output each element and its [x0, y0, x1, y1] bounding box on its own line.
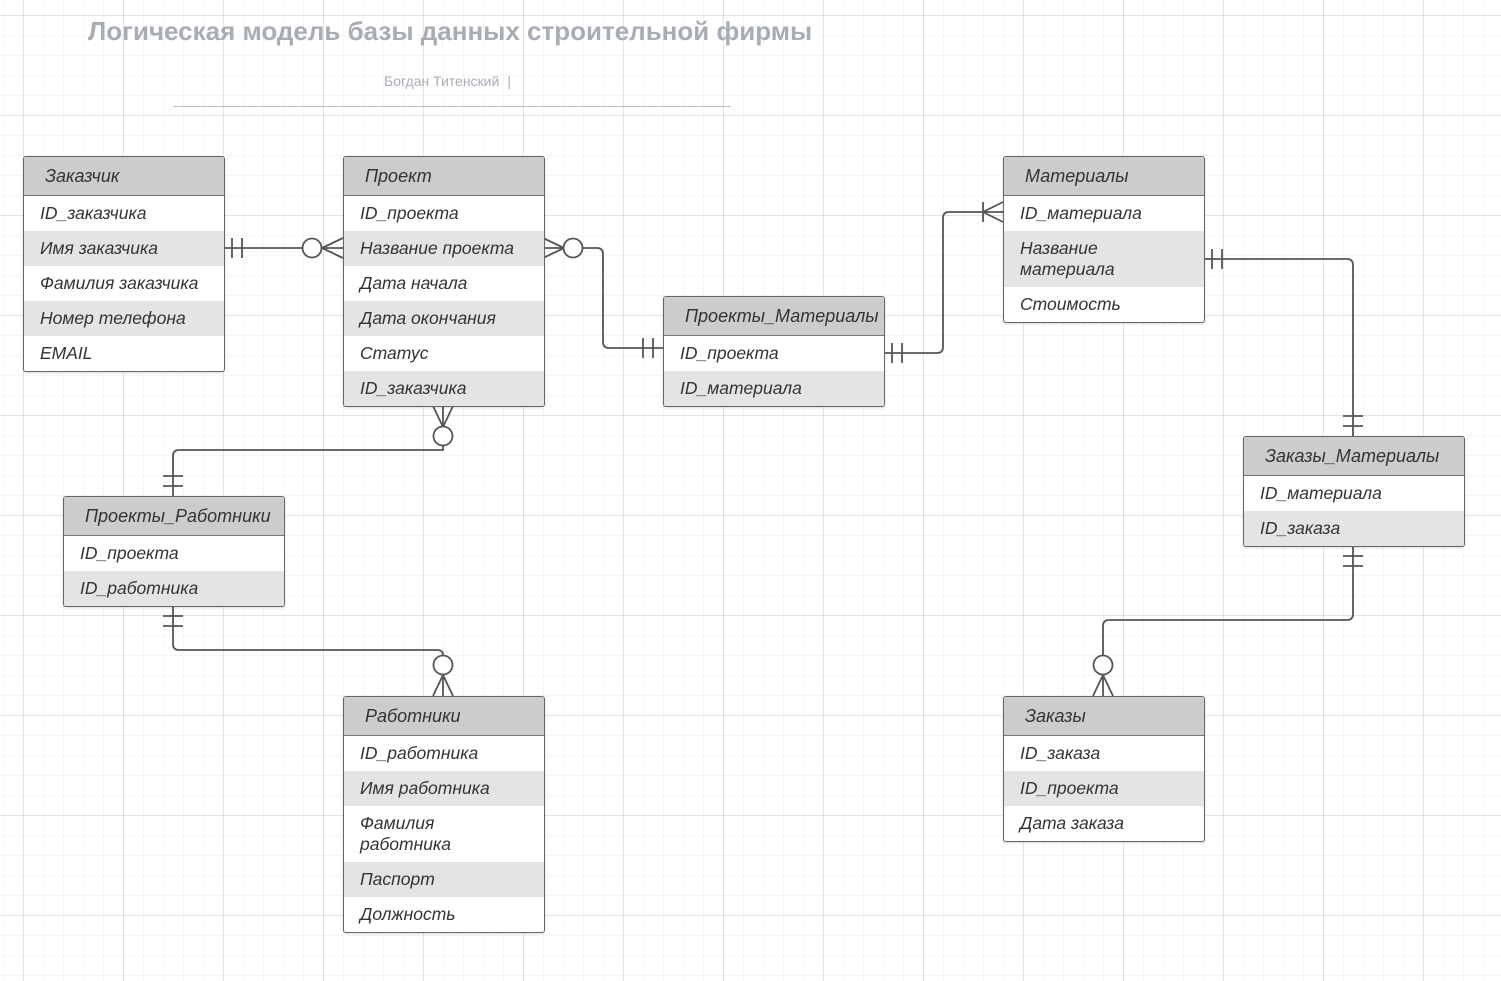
attribute-row: ID_работника — [64, 571, 284, 606]
attribute-row: Должность — [360, 904, 456, 924]
author-name: Богдан Титенский — [384, 73, 500, 89]
entity-order-materials-header: Заказы_Материалы — [1244, 437, 1464, 476]
entity-project[interactable]: Проект ID_проекта Название проекта Дата … — [343, 156, 545, 407]
attribute-row: EMAIL — [40, 343, 93, 363]
attribute-row: ID_проекта — [1004, 771, 1204, 806]
rel-project-projectmaterials[interactable] — [542, 237, 663, 358]
entity-project-workers[interactable]: Проекты_Работники ID_проекта ID_работник… — [63, 496, 285, 607]
attribute-row: Фамилия заказчика — [40, 273, 199, 293]
rel-project-projectworkers[interactable] — [163, 405, 454, 496]
attribute-row: ID_материала — [664, 371, 884, 406]
entity-project-workers-header: Проекты_Работники — [64, 497, 284, 536]
entity-workers-header: Работники — [344, 697, 544, 736]
entity-customer-header: Заказчик — [24, 157, 224, 196]
entity-workers[interactable]: Работники ID_работника Имя работника Фам… — [343, 696, 545, 933]
attribute-row: ID_материала — [1020, 203, 1142, 223]
title-divider — [173, 106, 731, 107]
rel-projectmaterials-materials[interactable] — [883, 201, 1004, 363]
attribute-row: ID_заказа — [1020, 743, 1101, 763]
attribute-row: ID_проекта — [80, 543, 179, 563]
diagram-author: Богдан Титенский | — [384, 73, 511, 89]
entity-materials-header: Материалы — [1004, 157, 1204, 196]
attribute-row: ID_заказчика — [40, 203, 147, 223]
attribute-row: Имя заказчика — [24, 231, 224, 266]
attribute-row: Стоимость — [1020, 294, 1121, 314]
rel-customer-project[interactable] — [223, 237, 344, 259]
entity-order-materials[interactable]: Заказы_Материалы ID_материала ID_заказа — [1243, 436, 1465, 547]
attribute-row: ID_материала — [1260, 483, 1382, 503]
entity-orders[interactable]: Заказы ID_заказа ID_проекта Дата заказа — [1003, 696, 1205, 842]
attribute-row: ID_проекта — [680, 343, 779, 363]
attribute-row: ID_проекта — [360, 203, 459, 223]
attribute-row: ID_заказчика — [344, 371, 544, 406]
rel-ordermaterials-orders[interactable] — [1092, 546, 1363, 697]
attribute-row: Дата начала — [360, 273, 468, 293]
entity-customer[interactable]: Заказчик ID_заказчика Имя заказчика Фами… — [23, 156, 225, 372]
attribute-row: Имя работника — [344, 771, 544, 806]
entity-project-materials[interactable]: Проекты_Материалы ID_проекта ID_материал… — [663, 296, 885, 407]
entity-project-header: Проект — [344, 157, 544, 196]
entity-orders-header: Заказы — [1004, 697, 1204, 736]
rel-materials-ordermaterials[interactable] — [1203, 249, 1363, 436]
diagram-title: Логическая модель базы данных строительн… — [88, 16, 813, 46]
entity-materials[interactable]: Материалы ID_материала Название материал… — [1003, 156, 1205, 323]
attribute-row: ID_заказа — [1244, 511, 1464, 546]
attribute-row: Дата окончания — [344, 301, 544, 336]
attribute-row: Номер телефона — [24, 301, 224, 336]
attribute-row: ID_работника — [360, 743, 479, 763]
text-cursor: | — [507, 73, 511, 89]
attribute-row: Название материала — [1004, 231, 1204, 287]
rel-projectworkers-workers[interactable] — [163, 606, 454, 697]
attribute-row: Дата заказа — [1020, 813, 1124, 833]
attribute-row: Статус — [360, 343, 429, 363]
attribute-row: Паспорт — [344, 862, 544, 897]
entity-project-materials-header: Проекты_Материалы — [664, 297, 884, 336]
attribute-row: Название проекта — [344, 231, 544, 266]
attribute-row: Фамилия работника — [360, 813, 451, 854]
